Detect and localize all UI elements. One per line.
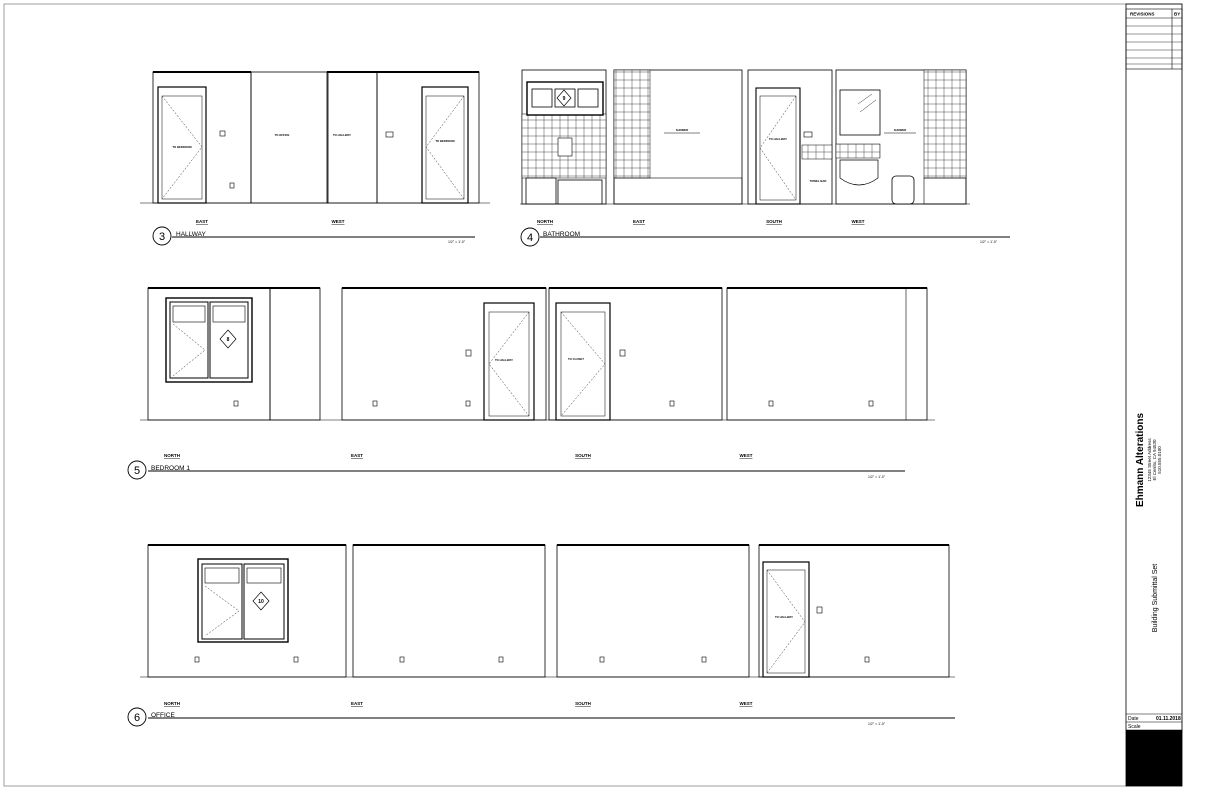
scale-label: Scale <box>1128 724 1141 730</box>
set-name: Building Submittal Set <box>1152 564 1159 633</box>
section-bathroom: 9 SHOWER TO HALLWAY TOWEL BAR SHOWER NOR… <box>520 69 1010 247</box>
section-scale: 1/2" = 1'-0" <box>448 240 466 244</box>
date-value: 01.11.2018 <box>1156 716 1181 722</box>
window-tag: 8 <box>227 337 230 343</box>
title-block: REVISIONS BY Ehmann Alterations 12345 St… <box>1125 3 1183 787</box>
wall-label: EAST <box>633 219 645 224</box>
wall-label: WEST <box>852 219 865 224</box>
tub <box>557 179 603 205</box>
wall-label: SOUTH <box>575 453 591 458</box>
wall-note: TO OFFICE <box>275 133 290 137</box>
date-label: Date <box>1128 716 1139 722</box>
mirror <box>839 89 881 136</box>
door-note: TO BEDROOM <box>172 145 192 149</box>
wall-label: NORTH <box>164 701 180 706</box>
wall-label: WEST <box>740 453 753 458</box>
window-tag: 9 <box>563 96 566 102</box>
door-note: TO HALLWAY <box>769 137 787 141</box>
title-block-footer <box>1126 730 1182 786</box>
revisions-header: REVISIONS <box>1130 12 1155 17</box>
section-bedroom: 8 TO HALLWAY TO CLOSET NORTH EAST SOUTH … <box>127 287 935 480</box>
section-hallway: TO BEDROOM TO OFFICE TO HALLWAY TO BEDRO… <box>140 71 490 246</box>
window <box>165 297 253 383</box>
company-address-1: 12345 Street Address <box>1147 438 1152 482</box>
section-scale: 1/2" = 1'-0" <box>868 475 886 479</box>
vanity <box>839 159 879 186</box>
wall-label: EAST <box>196 219 208 224</box>
wall-label: WEST <box>740 701 753 706</box>
towel-bar-note: TOWEL BAR <box>810 179 827 183</box>
company-name: Ehmann Alterations <box>1135 413 1146 508</box>
wall-label: EAST <box>351 701 363 706</box>
wall-label: SOUTH <box>766 219 782 224</box>
window-tag: 10 <box>258 599 264 605</box>
wall-label: NORTH <box>164 453 180 458</box>
wall-note: TO HALLWAY <box>333 133 351 137</box>
section-number: 5 <box>134 465 140 477</box>
company-phone: 510.555.0100 <box>1157 446 1162 474</box>
section-number: 3 <box>159 231 165 243</box>
wall-label: WEST <box>332 219 345 224</box>
door-note: TO BEDROOM <box>435 139 455 143</box>
door-note: TO CLOSET <box>568 357 584 361</box>
door-note: TO HALLWAY <box>495 358 513 362</box>
wall-label: NORTH <box>537 219 553 224</box>
company-address-2: El Cerrito, CA 94530 <box>1152 439 1157 481</box>
wall-label: SOUTH <box>575 701 591 706</box>
section-title: BEDROOM 1 <box>151 465 190 472</box>
toilet-west <box>891 175 915 205</box>
section-number: 4 <box>527 232 533 244</box>
section-scale: 1/2" = 1'-0" <box>868 722 886 726</box>
section-number: 6 <box>134 712 140 724</box>
shower-note-west: SHOWER <box>894 128 907 132</box>
window <box>197 558 289 643</box>
wall-label: EAST <box>351 453 363 458</box>
section-title: OFFICE <box>151 712 175 719</box>
door-note: TO HALLWAY <box>775 615 793 619</box>
section-scale: 1/2" = 1'-0" <box>980 240 998 244</box>
toilet <box>525 177 557 205</box>
revisions-table: REVISIONS BY <box>1125 8 1183 70</box>
section-title: HALLWAY <box>176 231 207 238</box>
shower-note: SHOWER <box>676 128 689 132</box>
revisions-by: BY <box>1174 12 1180 17</box>
section-office: 10 TO HALLWAY NORTH EAST SOUTH WEST 6 OF… <box>127 544 955 727</box>
section-title: BATHROOM <box>543 231 580 238</box>
